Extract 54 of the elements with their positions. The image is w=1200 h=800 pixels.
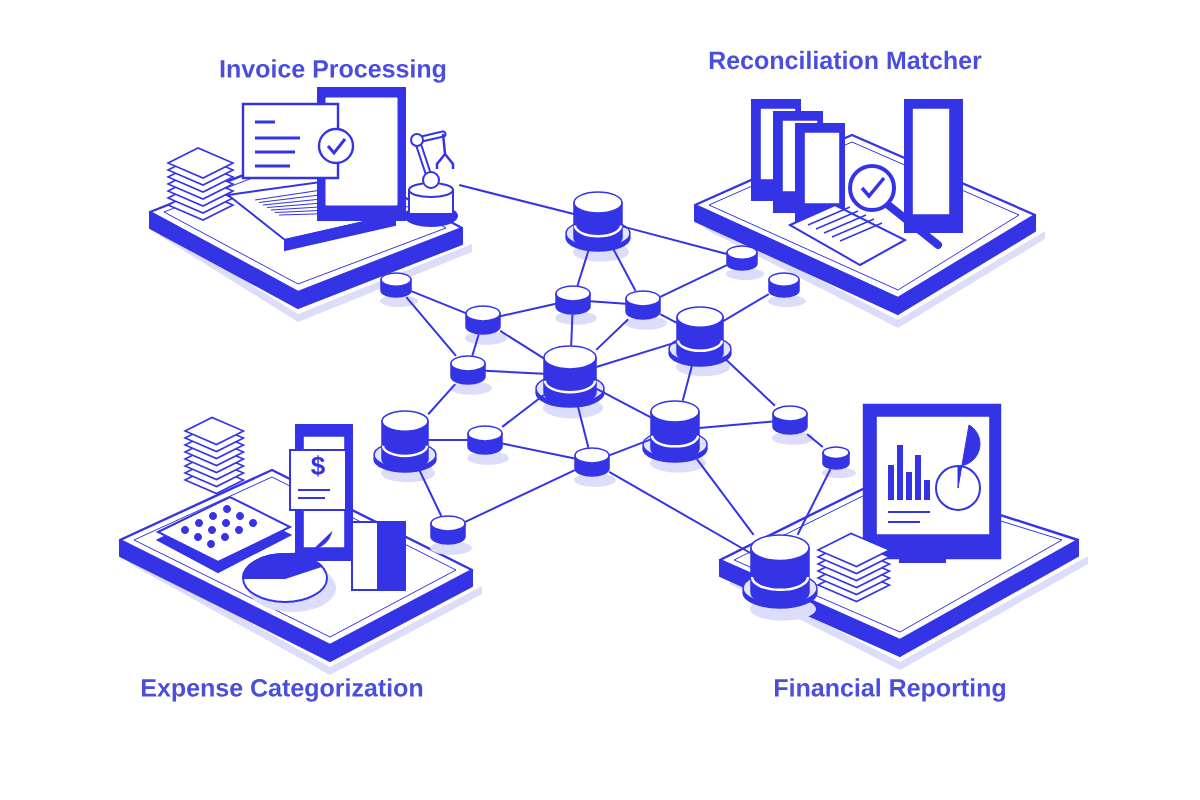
database-cylinder: [565, 191, 631, 262]
database-cylinder: [574, 447, 616, 487]
connector-line: [570, 313, 574, 347]
connector-line: [595, 341, 678, 368]
database-cylinder: [380, 272, 418, 307]
connector-line: [796, 468, 832, 536]
connector-line: [499, 329, 545, 360]
connector-line: [695, 458, 755, 536]
database-cylinder: [768, 272, 806, 307]
connector-line: [410, 290, 467, 315]
node-label: Expense Categorization: [141, 678, 423, 702]
connector-line: [464, 469, 576, 523]
database-cylinder: [467, 425, 509, 465]
connector-line: [427, 439, 469, 441]
connector-line: [608, 438, 652, 457]
connector-line: [471, 333, 480, 357]
connector-line: [484, 369, 545, 375]
connector-line: [427, 383, 457, 416]
connector-line: [417, 468, 443, 517]
node-label: Reconciliation Matcher: [709, 50, 982, 70]
database-cylinder: [668, 306, 732, 377]
connector-line: [611, 247, 637, 292]
database-cylinder: [742, 534, 818, 621]
database-cylinder: [555, 285, 597, 325]
node-label: Financial Reporting: [775, 678, 1005, 702]
connector-line: [589, 300, 627, 305]
connector-line: [595, 318, 630, 351]
connector-line: [595, 387, 652, 419]
connector-line: [499, 302, 557, 318]
connector-line: [659, 313, 678, 324]
connector-line: [722, 355, 776, 407]
database-cylinder: [535, 345, 605, 419]
connector-line: [608, 470, 752, 555]
database-cylinder: [772, 405, 814, 445]
connector-line: [659, 264, 728, 298]
connector-line: [698, 420, 774, 429]
database-cylinder: [822, 446, 856, 479]
connector-line: [501, 394, 545, 428]
node-label: Invoice Processing: [220, 59, 446, 83]
robot-arm-drawing: [404, 130, 458, 227]
database-cylinder: [465, 305, 507, 345]
database-cylinder: [450, 355, 492, 395]
database-cylinder: [430, 515, 472, 555]
currency-symbol: $: [311, 455, 325, 477]
connector-line: [405, 296, 457, 357]
database-cylinder: [625, 290, 667, 330]
connector-line: [501, 442, 576, 460]
connector-line: [806, 433, 824, 449]
database-cylinder: [373, 410, 437, 483]
connector-line: [722, 293, 770, 323]
database-cylinder: [642, 400, 708, 473]
database-cylinder: [726, 245, 764, 280]
connector-line: [458, 184, 575, 215]
connector-line: [621, 225, 728, 255]
